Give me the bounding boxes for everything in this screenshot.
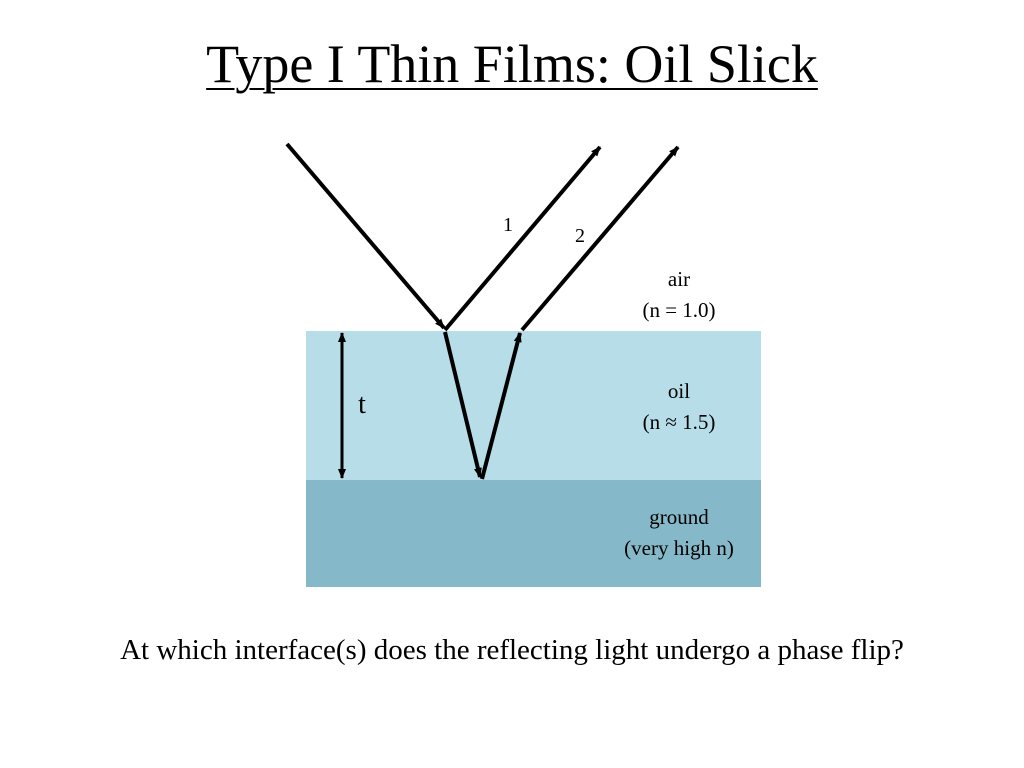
question-text: At which interface(s) does the reflectin… [120,634,904,666]
refracted-ray-up [480,332,522,480]
thickness-label: t [358,389,366,420]
air-label: air [668,267,690,291]
ground-index-label: (very high n) [624,536,734,560]
incident-ray [285,142,446,330]
ground-layer [306,480,761,587]
oil-layer [306,331,761,480]
ray-1-label: 1 [503,214,513,236]
ray-2-label: 2 [575,225,585,247]
ground-label: ground [649,505,709,529]
refracted-ray-down [443,331,482,478]
air-index-label: (n = 1.0) [642,298,715,322]
reflected-ray-2 [520,145,680,332]
reflected-ray-1 [443,145,602,332]
oil-index-label: (n ≈ 1.5) [643,410,716,434]
slide-title: Type I Thin Films: Oil Slick [0,32,1024,96]
oil-label: oil [668,379,690,403]
slide-title-text: Type I Thin Films: Oil Slick [206,34,818,94]
